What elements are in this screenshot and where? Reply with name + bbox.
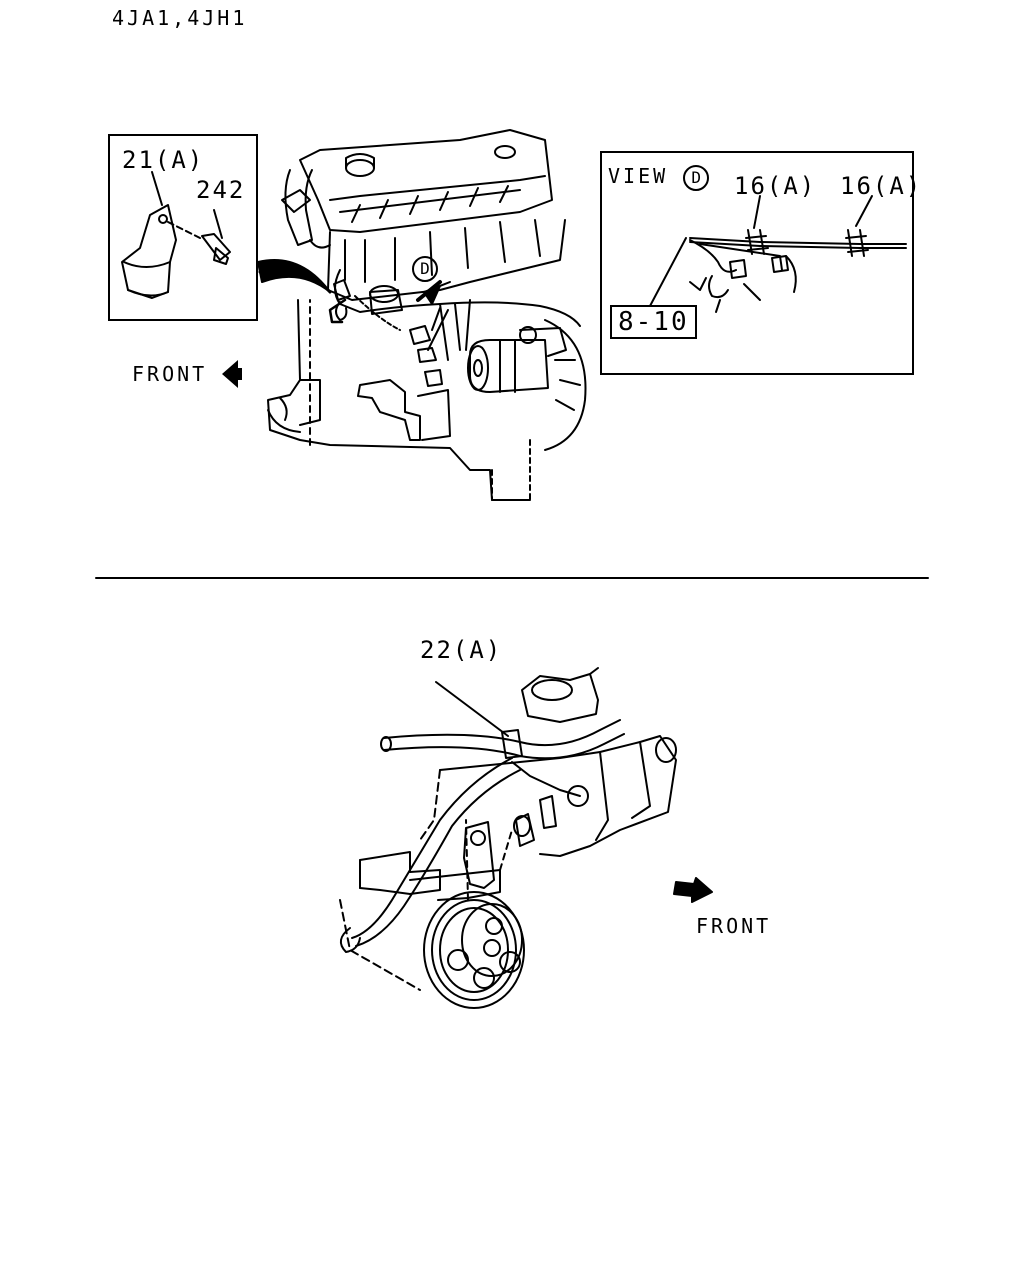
inset-clip-bolt xyxy=(121,171,231,299)
view-d-panel xyxy=(600,151,914,375)
clip-label-21a: 21(A) xyxy=(122,146,205,174)
front-label-top: FRONT xyxy=(132,362,208,386)
view-d-drawing xyxy=(649,195,907,313)
view-d-arrow xyxy=(423,281,451,305)
view-d-title-marker: D xyxy=(683,164,710,191)
view-d-title-text: VIEW xyxy=(608,164,669,188)
clip-label-22a: 22(A) xyxy=(420,636,503,664)
clip-label-16a-2: 16(A) xyxy=(840,172,923,200)
front-arrow-top xyxy=(222,360,242,388)
ref-box-8-10[interactable]: 8-10 xyxy=(610,305,697,339)
front-label-bottom: FRONT xyxy=(696,914,772,938)
clip-label-16a-1: 16(A) xyxy=(734,172,817,200)
inset-box xyxy=(108,134,258,321)
view-d-marker: D xyxy=(412,256,438,282)
view-d-title: VIEW D xyxy=(608,164,710,191)
bottom-front-arrow xyxy=(673,877,713,903)
bolt-label-242: 242 xyxy=(196,176,246,204)
model-code: 4JA1,4JH1 xyxy=(112,6,248,30)
pump-assembly xyxy=(339,667,677,1009)
engine-assembly xyxy=(267,129,587,501)
